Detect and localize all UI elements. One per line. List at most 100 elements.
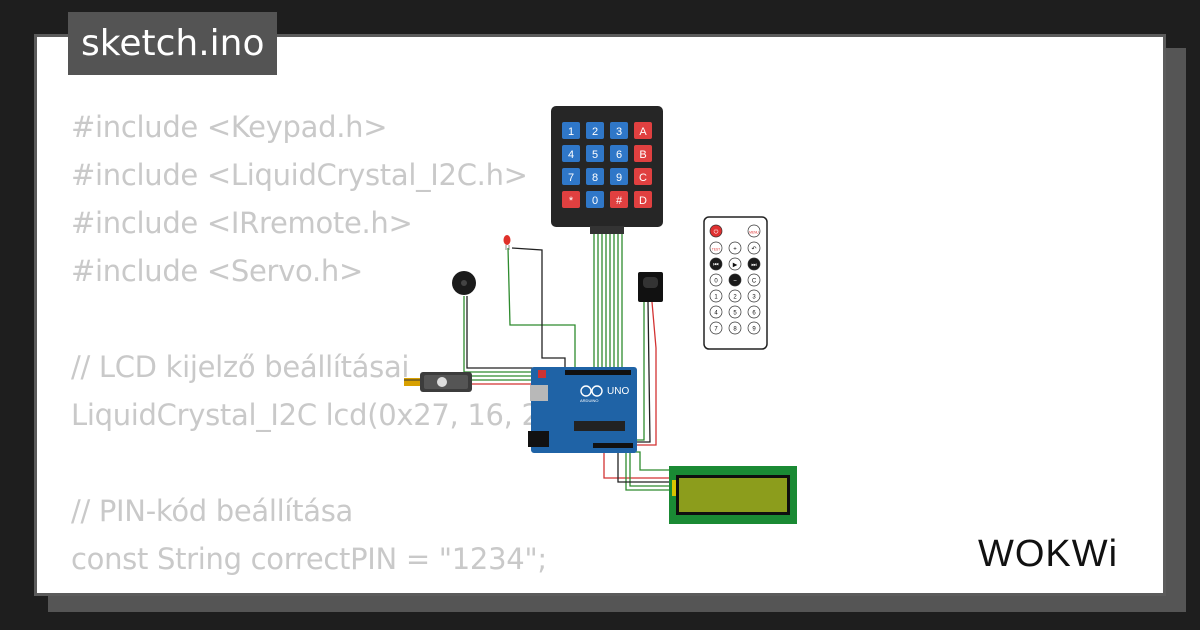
- remote-digit-button[interactable]: [747, 305, 761, 319]
- keypad-key-label: 4: [568, 149, 574, 161]
- minus-icon[interactable]: [728, 273, 742, 287]
- power-jack: [528, 431, 549, 447]
- power-icon[interactable]: [709, 224, 723, 238]
- keypad-key[interactable]: [634, 145, 652, 162]
- lcd-display: [669, 466, 797, 524]
- keypad-key[interactable]: [634, 168, 652, 185]
- menu-button[interactable]: [747, 224, 761, 238]
- usb-port: [530, 385, 548, 401]
- remote-button-label: 2: [733, 295, 737, 301]
- servo-motor: [404, 372, 472, 392]
- lcd-screen: [679, 478, 787, 512]
- code-preview: #include <Keypad.h> #include <LiquidCryst…: [71, 103, 561, 593]
- test-button[interactable]: [709, 241, 723, 255]
- keypad-key-label: *: [569, 195, 574, 207]
- remote-button-label: ↶: [751, 246, 756, 253]
- keypad-key[interactable]: [562, 168, 580, 185]
- digital-header: [565, 370, 631, 375]
- remote-digit-button[interactable]: [709, 321, 723, 335]
- wire-black: [617, 452, 676, 483]
- keypad-key[interactable]: [562, 122, 580, 139]
- remote-button-label: ⏭: [751, 263, 757, 269]
- remote-button-label: TEST: [712, 248, 720, 252]
- piezo-buzzer: [452, 271, 476, 295]
- code-line: #include <Keypad.h>: [71, 110, 388, 144]
- code-line: // LCD kijelző beállításai: [71, 350, 410, 384]
- rewind-icon[interactable]: [709, 257, 723, 271]
- code-line: #include <IRremote.h>: [71, 206, 413, 240]
- wire-black: [511, 247, 566, 368]
- keypad-key-label: C: [639, 172, 647, 184]
- remote-digit-button[interactable]: [728, 321, 742, 335]
- remote-digit-button[interactable]: [747, 289, 761, 303]
- keypad-key-label: B: [639, 149, 646, 161]
- remote-digit-button[interactable]: [747, 273, 761, 287]
- keypad-key-label: 6: [616, 149, 622, 161]
- remote-button-label: 1: [714, 295, 718, 301]
- servo-horn: [404, 378, 420, 386]
- wire-green: [463, 296, 540, 373]
- microcontroller-chip: [574, 421, 625, 431]
- remote-button-label: 5: [733, 311, 737, 317]
- led-bulb: [503, 235, 511, 245]
- code-line: String enteredPIN = "";: [71, 583, 560, 593]
- forward-icon[interactable]: [747, 257, 761, 271]
- keypad-key-label: A: [639, 126, 647, 138]
- remote-button-label: 8: [733, 327, 737, 333]
- keypad-key-label: 9: [616, 172, 622, 184]
- plus-icon[interactable]: [728, 241, 742, 255]
- keypad-key[interactable]: [634, 191, 652, 208]
- code-line: LiquidCrystal_I2C lcd(0x27, 16, 2);: [71, 398, 561, 432]
- remote-digit-button[interactable]: [728, 289, 742, 303]
- keypad-key-label: 7: [568, 172, 574, 184]
- keypad-key-label: 3: [616, 126, 622, 138]
- wokwi-logo-text: WOKWi: [978, 533, 1118, 575]
- keypad-key[interactable]: [610, 122, 628, 139]
- keypad-key[interactable]: [610, 191, 628, 208]
- code-line: const String correctPIN = "1234";: [71, 542, 547, 576]
- keypad-key[interactable]: [610, 145, 628, 162]
- back-icon[interactable]: [747, 241, 761, 255]
- remote-button-label: 4: [714, 311, 718, 317]
- keypad-key[interactable]: [586, 145, 604, 162]
- keypad-key[interactable]: [610, 168, 628, 185]
- remote-button-label: ▶: [733, 263, 738, 269]
- wire-red: [636, 301, 657, 446]
- wires: [404, 234, 677, 494]
- keypad-key-label: D: [639, 195, 647, 207]
- keypad-connector: [590, 226, 624, 234]
- wire-red: [603, 452, 676, 479]
- wokwi-logo: WOKWi: [978, 533, 1118, 575]
- keypad-key[interactable]: [562, 191, 580, 208]
- remote-button-label: 3: [752, 295, 756, 301]
- red-led: [503, 235, 511, 250]
- keypad-key[interactable]: [562, 145, 580, 162]
- keypad-key[interactable]: [586, 168, 604, 185]
- remote-digit-button[interactable]: [709, 305, 723, 319]
- board-model-label: UNO: [607, 386, 629, 397]
- code-line: #include <LiquidCrystal_I2C.h>: [71, 158, 528, 192]
- code-line: #include <Servo.h>: [71, 254, 363, 288]
- remote-button-label: −: [733, 279, 737, 285]
- keypad-key[interactable]: [634, 122, 652, 139]
- remote-digit-button[interactable]: [747, 321, 761, 335]
- play-icon[interactable]: [728, 257, 742, 271]
- remote-button-label: C: [752, 279, 757, 285]
- remote-button-label: 7: [714, 327, 718, 333]
- keypad-key[interactable]: [586, 191, 604, 208]
- lcd-i2c-pins: [672, 480, 676, 496]
- remote-digit-button[interactable]: [728, 305, 742, 319]
- remote-button-label: 9: [752, 327, 756, 333]
- remote-digit-button[interactable]: [709, 273, 723, 287]
- keypad-key-label: 8: [592, 172, 598, 184]
- keypad-key[interactable]: [586, 122, 604, 139]
- board-brand-label: ARDUINO: [580, 398, 598, 403]
- remote-button-label: ⏮: [713, 263, 719, 269]
- wire-green: [629, 452, 676, 487]
- remote-digit-button[interactable]: [709, 289, 723, 303]
